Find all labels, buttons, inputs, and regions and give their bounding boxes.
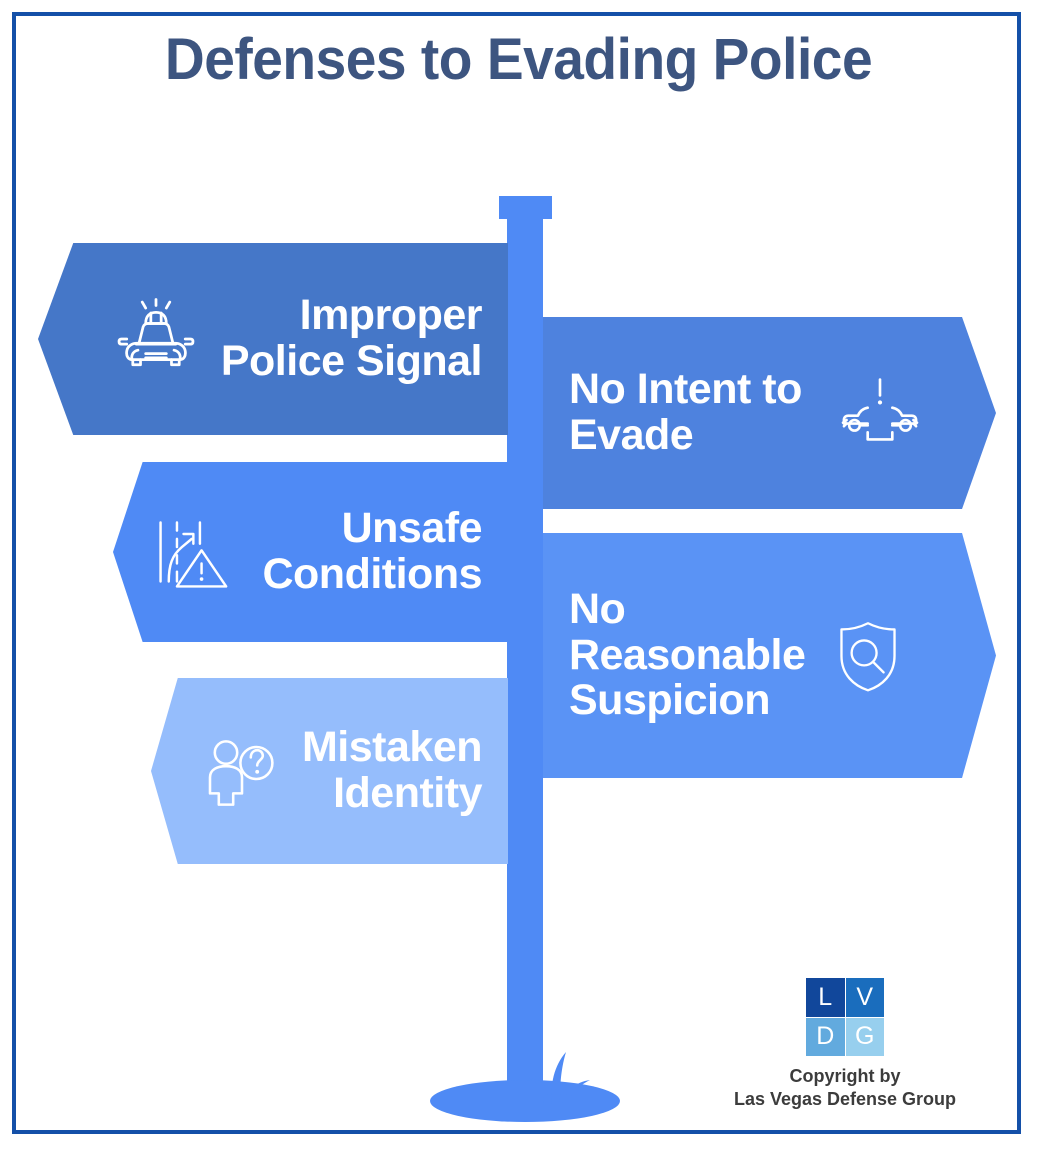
sign-no-reasonable-suspicion[interactable]: No Reasonable Suspicion bbox=[543, 533, 996, 778]
sign-unsafe-conditions[interactable]: Unsafe Conditions bbox=[113, 462, 508, 642]
sign-no-intent-to-evade[interactable]: No Intent to Evade bbox=[543, 317, 996, 509]
sign-label-line3: Suspicion bbox=[569, 676, 770, 725]
grass-tuft-icon bbox=[528, 1052, 590, 1104]
page-title: Defenses to Evading Police bbox=[164, 27, 873, 92]
signpost-cap bbox=[499, 196, 552, 219]
sign-mistaken-identity[interactable]: Mistaken Identity bbox=[151, 678, 508, 864]
sign-improper-police-signal[interactable]: Improper Police Signal bbox=[38, 243, 508, 435]
sign-label: No Intent to Evade bbox=[569, 367, 802, 458]
sign-label-line2: Police Signal bbox=[220, 337, 483, 385]
logo-block: L V D G Copyright by Las Vegas Defense G… bbox=[700, 978, 990, 1111]
sign-label-line1: Improper bbox=[299, 291, 483, 340]
person-question-icon bbox=[208, 740, 274, 806]
logo-cell-d: D bbox=[806, 1017, 845, 1056]
signpost-pole bbox=[507, 219, 543, 1095]
copyright-line1: Copyright by bbox=[789, 1066, 901, 1086]
sign-label: Mistaken Identity bbox=[301, 723, 483, 817]
police-car-icon bbox=[117, 298, 195, 367]
copyright-text: Copyright by Las Vegas Defense Group bbox=[700, 1065, 990, 1111]
sign-label-line2: Reasonable bbox=[569, 630, 806, 679]
sign-label-line2: Identity bbox=[333, 769, 482, 817]
logo-cell-g: G bbox=[845, 1017, 884, 1056]
lvdg-logo: L V D G bbox=[806, 978, 884, 1056]
sign-label: Improper Police Signal bbox=[220, 291, 483, 385]
signpost-ground-mound bbox=[430, 1080, 620, 1122]
sign-label-line2: Evade bbox=[569, 411, 694, 459]
shield-magnifier-icon bbox=[840, 621, 897, 691]
cars-diverging-alert-icon bbox=[841, 378, 919, 441]
sign-label-line1: Mistaken bbox=[301, 723, 483, 772]
logo-cell-l: L bbox=[806, 978, 845, 1017]
sign-label-line1: Unsafe bbox=[341, 504, 483, 553]
sign-label: No Reasonable Suspicion bbox=[569, 585, 806, 725]
copyright-line2: Las Vegas Defense Group bbox=[733, 1089, 957, 1110]
road-swerve-warning-icon bbox=[159, 521, 228, 588]
sign-label-line1: No bbox=[569, 585, 626, 634]
sign-label: Unsafe Conditions bbox=[262, 506, 482, 597]
logo-cell-v: V bbox=[845, 978, 884, 1017]
sign-label-line1: No Intent to bbox=[569, 365, 802, 414]
sign-label-line2: Conditions bbox=[262, 550, 482, 598]
